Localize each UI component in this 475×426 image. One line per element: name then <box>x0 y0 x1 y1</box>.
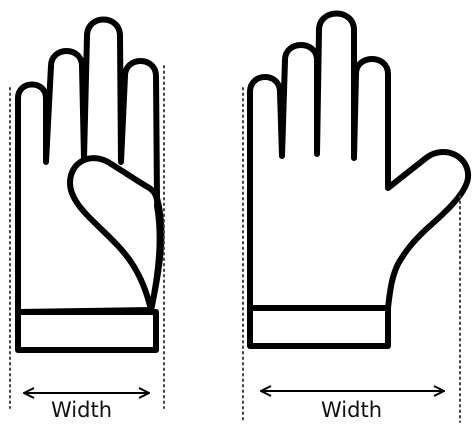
right-glove-hand-outline <box>247 10 472 311</box>
right-glove-cuff <box>247 305 391 349</box>
left-glove <box>15 16 165 353</box>
width-guides <box>9 65 461 423</box>
width-arrows <box>25 391 443 393</box>
left-glove-thumb <box>67 155 163 313</box>
right-width-label: Width <box>321 398 383 422</box>
right-glove <box>247 10 472 349</box>
left-width-label: Width <box>51 398 113 422</box>
left-glove-cuff <box>15 309 159 353</box>
